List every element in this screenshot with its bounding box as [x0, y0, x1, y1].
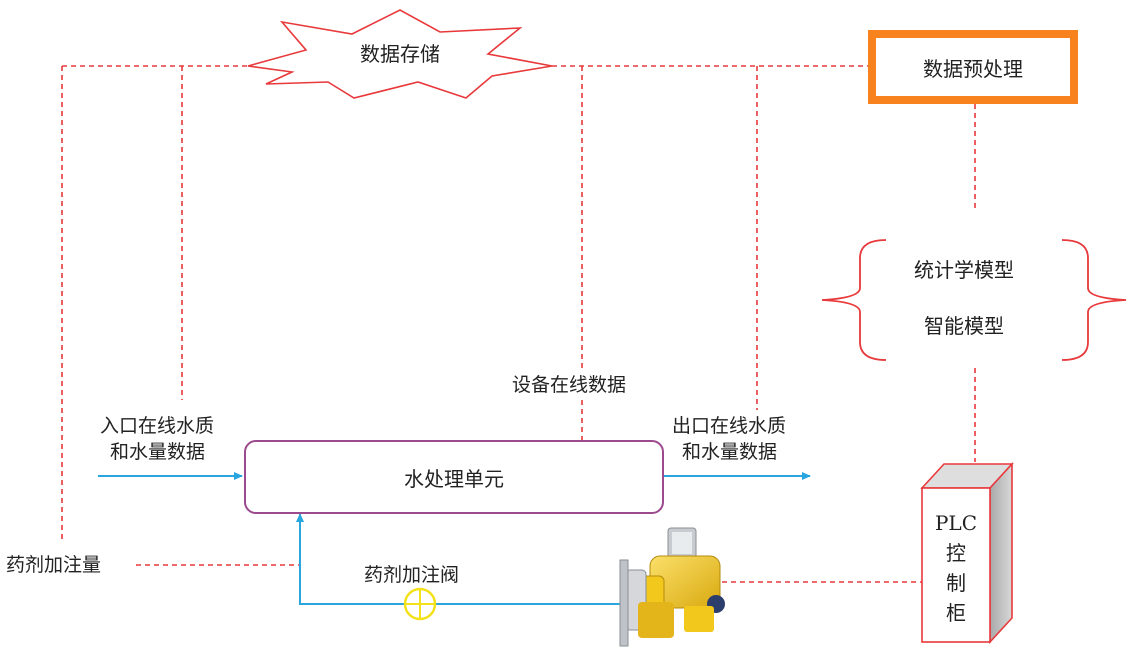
water-treatment-unit-label: 水处理单元 [404, 466, 504, 491]
statistical-model-label: 统计学模型 [914, 258, 1014, 282]
data-preprocess-label: 数据预处理 [923, 56, 1023, 81]
plc-cabinet-icon [920, 461, 1014, 645]
left-curly-brace-icon [821, 239, 887, 361]
dashed-connections [61, 65, 976, 583]
dosing-flow-arrow [296, 513, 622, 605]
dosing-valve-icon [403, 587, 437, 621]
inlet-data-label-line1: 入口在线水质 [100, 415, 215, 437]
dosing-amount-label: 药剂加注量 [6, 554, 102, 576]
data-preprocess-box: 数据预处理 [868, 30, 1078, 104]
outlet-data-label-line2: 和水量数据 [682, 441, 778, 463]
plc-label-line4: 柜 [946, 601, 966, 625]
inlet-data-label-line2: 和水量数据 [110, 441, 206, 463]
right-curly-brace-icon [1061, 239, 1127, 361]
flow-arrows [98, 472, 811, 605]
intelligent-model-label: 智能模型 [924, 314, 1004, 338]
plc-label-line2: 控 [946, 541, 966, 565]
data-storage-label: 数据存储 [360, 42, 440, 66]
water-treatment-unit-box: 水处理单元 [244, 440, 664, 514]
plc-label-line1: PLC [934, 511, 978, 535]
plc-cabinet-label: PLC 控 制 柜 [924, 508, 988, 628]
dosing-pump-icon [619, 527, 725, 647]
dosing-valve-label: 药剂加注阀 [364, 564, 460, 586]
outlet-data-label-line1: 出口在线水质 [672, 415, 787, 437]
plc-label-line3: 制 [946, 571, 966, 595]
data-storage-burst-shape [247, 9, 553, 99]
equipment-data-label: 设备在线数据 [512, 374, 627, 396]
